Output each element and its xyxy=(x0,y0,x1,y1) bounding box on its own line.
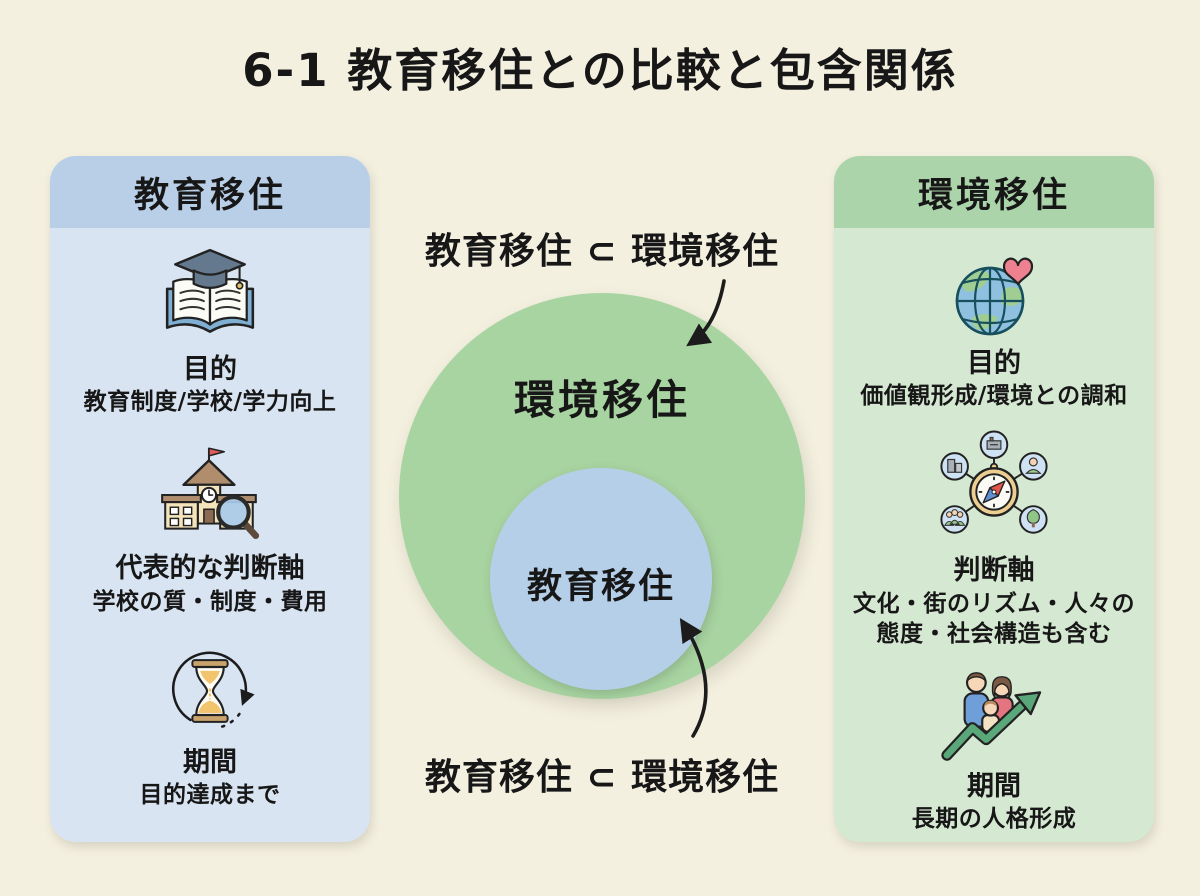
environment-purpose-section: 目的 価値観形成/環境との調和 xyxy=(860,246,1127,411)
section-body: 態度・社会構造も含む xyxy=(876,620,1112,647)
school-magnifier-icon xyxy=(153,443,267,545)
education-panel-header: 教育移住 xyxy=(50,156,370,228)
subset-caption-top: 教育移住 ⊂ 環境移住 xyxy=(424,231,780,272)
person-glyph xyxy=(1025,457,1042,475)
hourglass-cycle-icon xyxy=(161,643,259,739)
education-panel-content: 目的 教育制度/学校/学力向上 xyxy=(50,228,370,810)
section-body: 長期の人格形成 xyxy=(911,806,1077,833)
compass-network-icon xyxy=(933,429,1055,547)
section-heading: 目的 xyxy=(183,354,237,385)
section-body: 目的達成まで xyxy=(139,782,281,808)
page-title: 6-1 教育移住との比較と包含関係 xyxy=(242,44,958,97)
environment-panel-content: 目的 価値観形成/環境との調和 xyxy=(834,228,1154,835)
environment-panel-header: 環境移住 xyxy=(834,156,1154,228)
city-glyph xyxy=(947,459,963,474)
section-heading: 判断軸 xyxy=(953,555,1035,587)
section-body: 文化・街のリズム・人々の xyxy=(853,590,1135,617)
globe-heart-icon xyxy=(944,246,1044,340)
education-criteria-section: 代表的な判断軸 学校の質・制度・費用 xyxy=(93,443,328,616)
environment-circle-label: 環境移住 xyxy=(514,376,690,424)
family-growth-icon xyxy=(939,667,1049,763)
section-body: 教育制度/学校/学力向上 xyxy=(83,389,337,416)
environment-migration-panel: 環境移住 xyxy=(834,156,1154,842)
education-migration-circle xyxy=(490,468,712,690)
tree-glyph xyxy=(1026,509,1040,528)
education-circle-label: 教育移住 xyxy=(526,567,675,607)
book-graduation-icon xyxy=(159,246,261,346)
section-heading: 目的 xyxy=(966,348,1021,379)
environment-duration-section: 期間 長期の人格形成 xyxy=(912,667,1077,834)
section-heading: 期間 xyxy=(967,771,1021,803)
section-heading: 期間 xyxy=(183,746,237,778)
building-glyph xyxy=(986,437,1002,451)
subset-caption-bottom: 教育移住 ⊂ 環境移住 xyxy=(424,757,780,798)
education-purpose-section: 目的 教育制度/学校/学力向上 xyxy=(84,246,337,417)
education-duration-section: 期間 目的達成まで xyxy=(140,643,281,810)
section-body: 価値観形成/環境との調和 xyxy=(860,383,1128,410)
education-migration-panel: 教育移住 目的 教育制度/学 xyxy=(50,156,370,842)
people-glyph xyxy=(943,509,966,527)
section-body: 学校の質・制度・費用 xyxy=(92,588,328,615)
section-heading: 代表的な判断軸 xyxy=(115,553,305,585)
environment-criteria-section: 判断軸 文化・街のリズム・人々の 態度・社会構造も含む xyxy=(853,429,1135,649)
